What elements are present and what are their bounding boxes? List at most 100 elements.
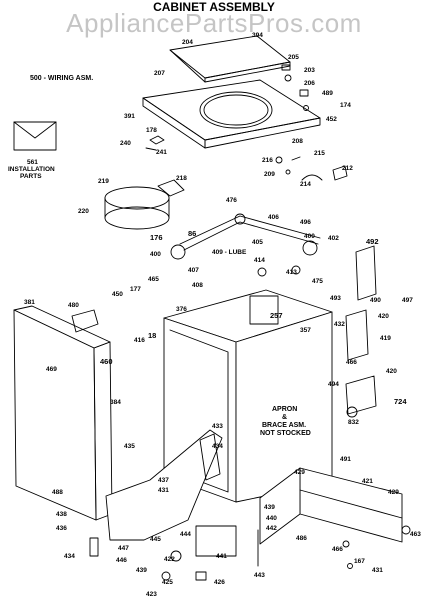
label-446: 446 [116, 557, 127, 564]
diagram-title: CABINET ASSEMBLY [153, 0, 275, 14]
label-438: 438 [56, 511, 67, 518]
label-421: 421 [362, 478, 373, 485]
bracket-480 [71, 309, 99, 333]
label-488: 488 [52, 489, 63, 496]
label-491: 491 [340, 456, 351, 463]
base-rail [259, 467, 403, 545]
apron-line3: BRACE ASM. [262, 422, 306, 429]
label-206: 206 [304, 80, 315, 87]
label-426: 426 [214, 579, 225, 586]
label-423: 423 [146, 591, 157, 598]
label-212: 212 [342, 165, 353, 172]
envelope-icon [13, 121, 57, 151]
label-420b: 420 [386, 368, 397, 375]
label-204: 204 [182, 39, 193, 46]
label-176: 176 [150, 233, 163, 242]
label-447: 447 [118, 545, 129, 552]
label-452: 452 [326, 116, 337, 123]
apron-line2: & [282, 414, 287, 421]
label-460: 460 [100, 357, 113, 366]
label-436: 436 [56, 525, 67, 532]
label-208: 208 [292, 138, 303, 145]
label-218: 218 [176, 175, 187, 182]
label-219: 219 [98, 178, 109, 185]
label-205: 205 [288, 54, 299, 61]
label-493: 493 [330, 295, 341, 302]
installation-line2: PARTS [20, 173, 42, 180]
label-241: 241 [156, 149, 167, 156]
label-440: 440 [266, 515, 277, 522]
label-86: 86 [188, 229, 196, 238]
label-384: 384 [110, 399, 121, 406]
label-381: 381 [24, 299, 35, 306]
label-439: 439 [264, 504, 275, 511]
label-463: 463 [410, 531, 421, 538]
label-432: 432 [334, 321, 345, 328]
label-439b: 439 [136, 567, 147, 574]
label-434a: 434 [212, 443, 223, 450]
lube-note: 409 - LUBE [212, 249, 247, 256]
apron-line1: APRON [272, 406, 297, 413]
label-402: 402 [328, 235, 339, 242]
foot-463 [401, 525, 411, 535]
label-357: 357 [300, 327, 311, 334]
label-209: 209 [264, 171, 275, 178]
label-394: 394 [252, 32, 263, 39]
washer-431 [347, 563, 353, 569]
label-257: 257 [270, 311, 283, 320]
front-base-bracket [89, 429, 237, 581]
label-400a: 400 [150, 251, 161, 258]
label-431b: 431 [372, 567, 383, 574]
hinge-parts [145, 64, 348, 181]
label-220: 220 [78, 208, 89, 215]
right-bracket [345, 309, 377, 418]
label-178: 178 [146, 127, 157, 134]
label-476: 476 [226, 197, 237, 204]
apron-line4: NOT STOCKED [260, 430, 311, 437]
label-465: 465 [148, 276, 159, 283]
label-420a: 420 [378, 313, 389, 320]
label-203: 203 [304, 67, 315, 74]
label-174: 174 [340, 102, 351, 109]
label-435: 435 [124, 443, 135, 450]
label-489: 489 [322, 90, 333, 97]
label-466a: 466 [346, 359, 357, 366]
label-434b: 434 [64, 553, 75, 560]
label-490: 490 [370, 297, 381, 304]
label-437: 437 [158, 477, 169, 484]
label-408: 408 [192, 282, 203, 289]
foot-466 [342, 540, 350, 548]
label-18: 18 [148, 331, 156, 340]
label-214: 214 [300, 181, 311, 188]
label-445: 445 [150, 536, 161, 543]
label-494: 494 [328, 381, 339, 388]
label-425: 425 [162, 579, 173, 586]
label-400b: 400 [304, 233, 315, 240]
label-429a: 429 [294, 469, 305, 476]
label-497: 497 [402, 297, 413, 304]
label-475: 475 [312, 278, 323, 285]
label-215: 215 [314, 150, 325, 157]
top-cover-part [142, 79, 321, 149]
label-450: 450 [112, 291, 123, 298]
label-422: 422 [164, 556, 175, 563]
label-444: 444 [180, 531, 191, 538]
front-panel [13, 305, 113, 521]
label-414: 414 [254, 257, 265, 264]
part-number-labels: 204 394 207 205 203 206 489 174 452 391 … [24, 32, 421, 598]
label-443: 443 [254, 572, 265, 579]
label-413: 413 [286, 269, 297, 276]
top-frame-part [170, 213, 377, 301]
label-486: 486 [296, 535, 307, 542]
label-405: 405 [252, 239, 263, 246]
label-419: 419 [380, 335, 391, 342]
label-832: 832 [348, 419, 359, 426]
installation-num: 561 [27, 159, 38, 166]
label-177: 177 [130, 286, 141, 293]
label-431a: 431 [158, 487, 169, 494]
label-433: 433 [212, 423, 223, 430]
tub-ring-part [104, 179, 185, 230]
label-496: 496 [300, 219, 311, 226]
